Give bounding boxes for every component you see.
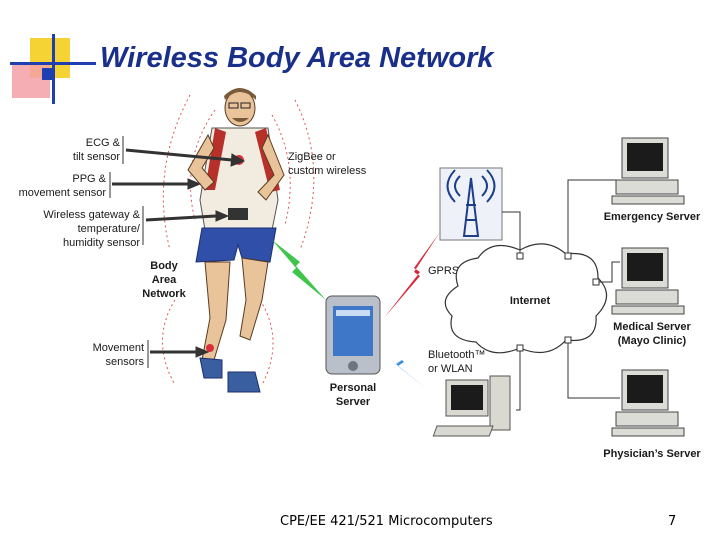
internet-label: Internet [510,295,551,307]
network-links [502,179,620,411]
svg-text:or WLAN: or WLAN [428,363,473,375]
slide-title: Wireless Body Area Network [100,42,494,74]
medical-server-label: Medical Server (Mayo Clinic) [613,321,691,347]
svg-text:custom wireless: custom wireless [288,165,367,177]
svg-text:humidity sensor: humidity sensor [63,237,140,249]
svg-text:temperature/: temperature/ [78,223,141,235]
runner-figure [187,88,285,393]
svg-text:Movement: Movement [93,342,144,354]
sensor-label-gateway: Wireless gateway & temperature/ humidity… [43,209,141,249]
svg-text:tilt sensor: tilt sensor [73,151,120,163]
pda-personal-server-icon [325,295,381,375]
slide-accent-decoration [10,34,96,104]
svg-text:Server: Server [336,396,371,408]
internet-cloud [444,243,608,354]
emergency-server-icon [611,137,685,205]
svg-text:Personal: Personal [330,382,376,394]
physician-server-label: Physician’s Server [603,448,701,460]
svg-text:Wireless gateway &: Wireless gateway & [43,209,140,221]
physician-server-icon [611,369,685,437]
svg-text:Bluetooth™: Bluetooth™ [428,349,485,361]
personal-server-label: Personal Server [330,382,376,408]
cell-tower-icon [439,167,503,241]
svg-text:Medical Server: Medical Server [613,321,691,333]
svg-text:sensors: sensors [105,356,144,368]
sensor-label-ppg: PPG & movement sensor [19,173,107,199]
link-nodes [516,252,600,352]
home-pc-icon [432,375,511,437]
svg-text:PPG &: PPG & [72,173,106,185]
movement-sensor-icon [206,344,214,352]
page-number: 7 [668,514,677,529]
body-network-rings [162,94,315,386]
gprs-link-bolt [384,232,440,318]
sensor-label-movement: Movement sensors [93,342,145,368]
bluetooth-link-bolt [382,340,428,390]
svg-text:ZigBee or: ZigBee or [288,151,336,163]
svg-text:(Mayo Clinic): (Mayo Clinic) [618,335,687,347]
medical-server-icon [611,247,685,315]
gprs-label: GPRS [428,265,459,277]
zigbee-label: ZigBee or custom wireless [288,151,367,177]
svg-text:Network: Network [142,288,186,300]
svg-text:ECG &: ECG & [86,137,121,149]
svg-text:Area: Area [152,274,177,286]
bluetooth-label: Bluetooth™ or WLAN [428,349,485,375]
sensor-label-ecg: ECG & tilt sensor [73,137,121,163]
sensor-arrows [109,136,246,368]
zigbee-link-bolt [272,240,326,300]
svg-text:movement sensor: movement sensor [19,187,107,199]
ban-label: Body Area Network [142,260,186,300]
gateway-device-icon [228,208,248,220]
emergency-server-label: Emergency Server [604,211,701,223]
svg-text:Body: Body [150,260,178,272]
slide-footer: CPE/EE 421/521 Microcomputers [280,514,493,529]
